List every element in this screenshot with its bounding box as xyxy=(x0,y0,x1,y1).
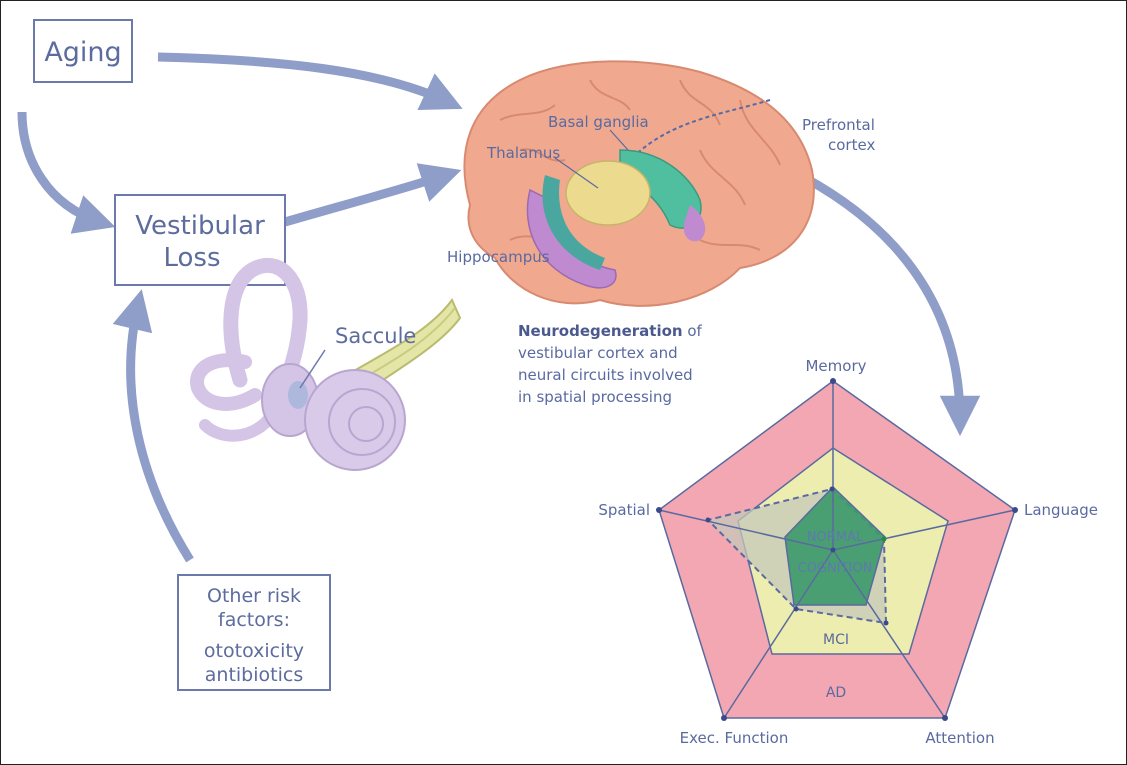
caption-line-3: neural circuits involved xyxy=(518,366,693,384)
other-risk-label-4: antibiotics xyxy=(205,664,303,686)
axis-label-language: Language xyxy=(1024,501,1098,519)
vertex-spatial xyxy=(656,507,662,513)
basal-ganglia-label: Basal ganglia xyxy=(548,113,649,131)
other-risk-label-3: ototoxicity xyxy=(204,640,304,662)
saccule-structure xyxy=(288,381,308,409)
profile-point-language xyxy=(881,536,887,542)
vertex-exec xyxy=(721,715,727,721)
radar-center xyxy=(830,547,836,553)
saccule-label: Saccule xyxy=(335,324,416,348)
vertex-attention xyxy=(942,715,948,721)
vertex-language xyxy=(1012,507,1018,513)
arrow-aging-to-brain xyxy=(157,52,463,110)
axis-label-exec-function: Exec. Function xyxy=(680,729,789,747)
semicircular-canal-superior xyxy=(223,257,308,393)
profile-point-memory xyxy=(829,486,835,492)
basal-ganglia-pointer xyxy=(609,129,629,151)
normal-zone xyxy=(784,485,886,606)
other-risk-box xyxy=(177,574,331,691)
caption-line-2: vestibular cortex and xyxy=(518,344,678,362)
vestibular-loss-label-2: Loss xyxy=(163,243,220,273)
brain-illustration xyxy=(463,60,815,307)
inner-ear-illustration xyxy=(190,257,462,471)
caption-line-1: Neurodegeneration of xyxy=(518,322,703,340)
arrow-vestibular-to-brain xyxy=(283,163,462,227)
hippocampus-teal xyxy=(542,175,605,270)
saccule-pointer xyxy=(299,349,326,389)
hippocampus-label: Hippocampus xyxy=(447,248,550,266)
semicircular-canal-posterior xyxy=(190,353,262,411)
aging-label: Aging xyxy=(44,37,121,68)
caption-bold: Neurodegeneration xyxy=(518,322,683,340)
thalamus-label: Thalamus xyxy=(486,144,560,162)
profile-point-attention xyxy=(883,620,889,626)
profile-point-exec xyxy=(793,606,799,612)
arrow-brain-to-radar xyxy=(787,165,981,437)
spoke-exec xyxy=(723,549,834,719)
prefrontal-label-2: cortex xyxy=(828,136,875,154)
aging-box xyxy=(33,19,133,83)
vertex-memory xyxy=(830,378,836,384)
zone-label-mci: MCI xyxy=(823,632,849,648)
spoke-language xyxy=(832,509,1016,551)
profile-point-spatial xyxy=(705,517,711,523)
axis-label-attention: Attention xyxy=(925,729,994,747)
arrow-aging-to-vestibular xyxy=(17,111,116,234)
zone-label-normal-2: COGNITION xyxy=(798,561,873,576)
caption-line-1-rest: of xyxy=(683,322,703,340)
cochlea-mid xyxy=(328,388,396,456)
prefrontal-label-1: Prefrontal xyxy=(802,116,875,134)
thalamus-structure xyxy=(565,160,651,226)
radar-diagram xyxy=(656,378,1018,721)
caption-line-4: in spatial processing xyxy=(518,388,672,406)
vestibular-loss-label-1: Vestibular xyxy=(135,211,265,241)
spoke-attention xyxy=(832,549,946,719)
semicircular-canal-lateral xyxy=(199,414,274,442)
zone-label-normal-1: NORMAL xyxy=(807,530,864,545)
cochlea-inner xyxy=(348,406,384,442)
axis-label-spatial: Spatial xyxy=(598,501,650,519)
axis-label-memory: Memory xyxy=(805,357,866,375)
zone-label-ad: AD xyxy=(826,685,846,701)
other-risk-label-1: Other risk xyxy=(207,585,301,607)
arrow-risk-to-vestibular xyxy=(112,289,194,563)
thalamus-pointer xyxy=(554,157,599,189)
purple-tail xyxy=(683,205,706,242)
spoke-spatial xyxy=(658,509,834,551)
other-risk-label-2: factors: xyxy=(218,609,290,631)
